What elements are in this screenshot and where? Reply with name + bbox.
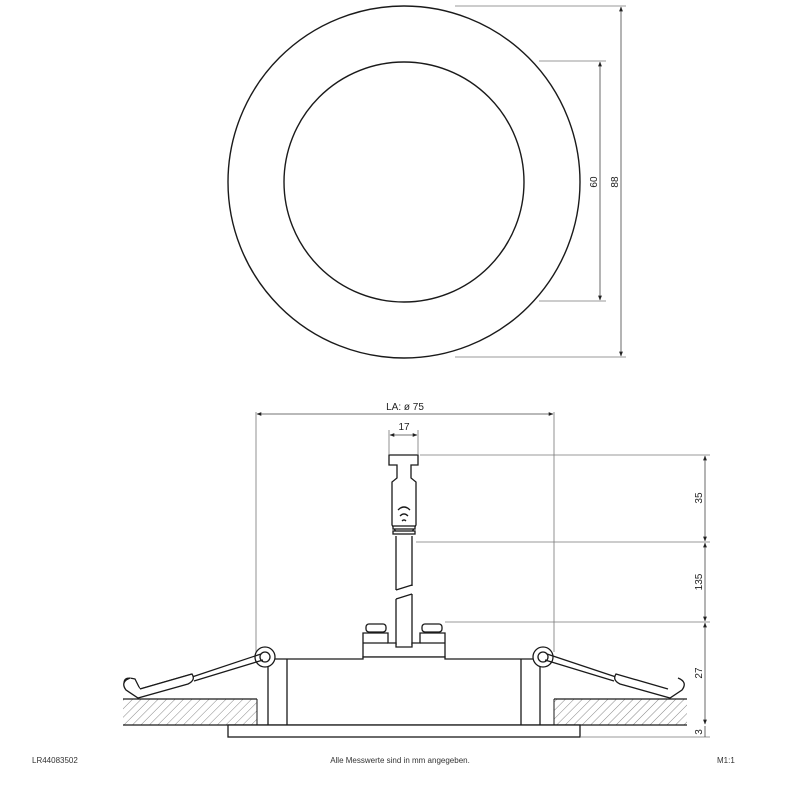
connector-cable: [388, 454, 419, 645]
dim-cutout-label: LA: ø 75: [386, 402, 424, 413]
dim-3-label: 3: [694, 729, 705, 735]
units-note: Alle Messwerte sind in mm angegeben.: [330, 756, 470, 765]
dim-88-label: 88: [610, 176, 621, 188]
top-view: 60 88: [227, 5, 626, 359]
terminal-block: [362, 623, 446, 658]
ceiling-left: [123, 699, 257, 725]
dim-135-label: 135: [694, 573, 705, 590]
ceiling-right: [554, 699, 687, 725]
trim-ring: [227, 724, 581, 738]
dim-17-label: 17: [398, 422, 410, 433]
housing: [227, 656, 581, 738]
dim-35-label: 35: [694, 492, 705, 504]
spring-clip-left: [123, 646, 276, 699]
side-view: LA: ø 75 17: [123, 402, 710, 738]
outer-ring: [227, 5, 581, 359]
scale-label: M1:1: [717, 756, 735, 765]
inner-lens: [283, 61, 525, 303]
dim-27-label: 27: [694, 667, 705, 679]
dim-60-label: 60: [589, 176, 600, 188]
article-number: LR44083502: [32, 756, 78, 765]
spring-clip-right: [532, 646, 685, 699]
